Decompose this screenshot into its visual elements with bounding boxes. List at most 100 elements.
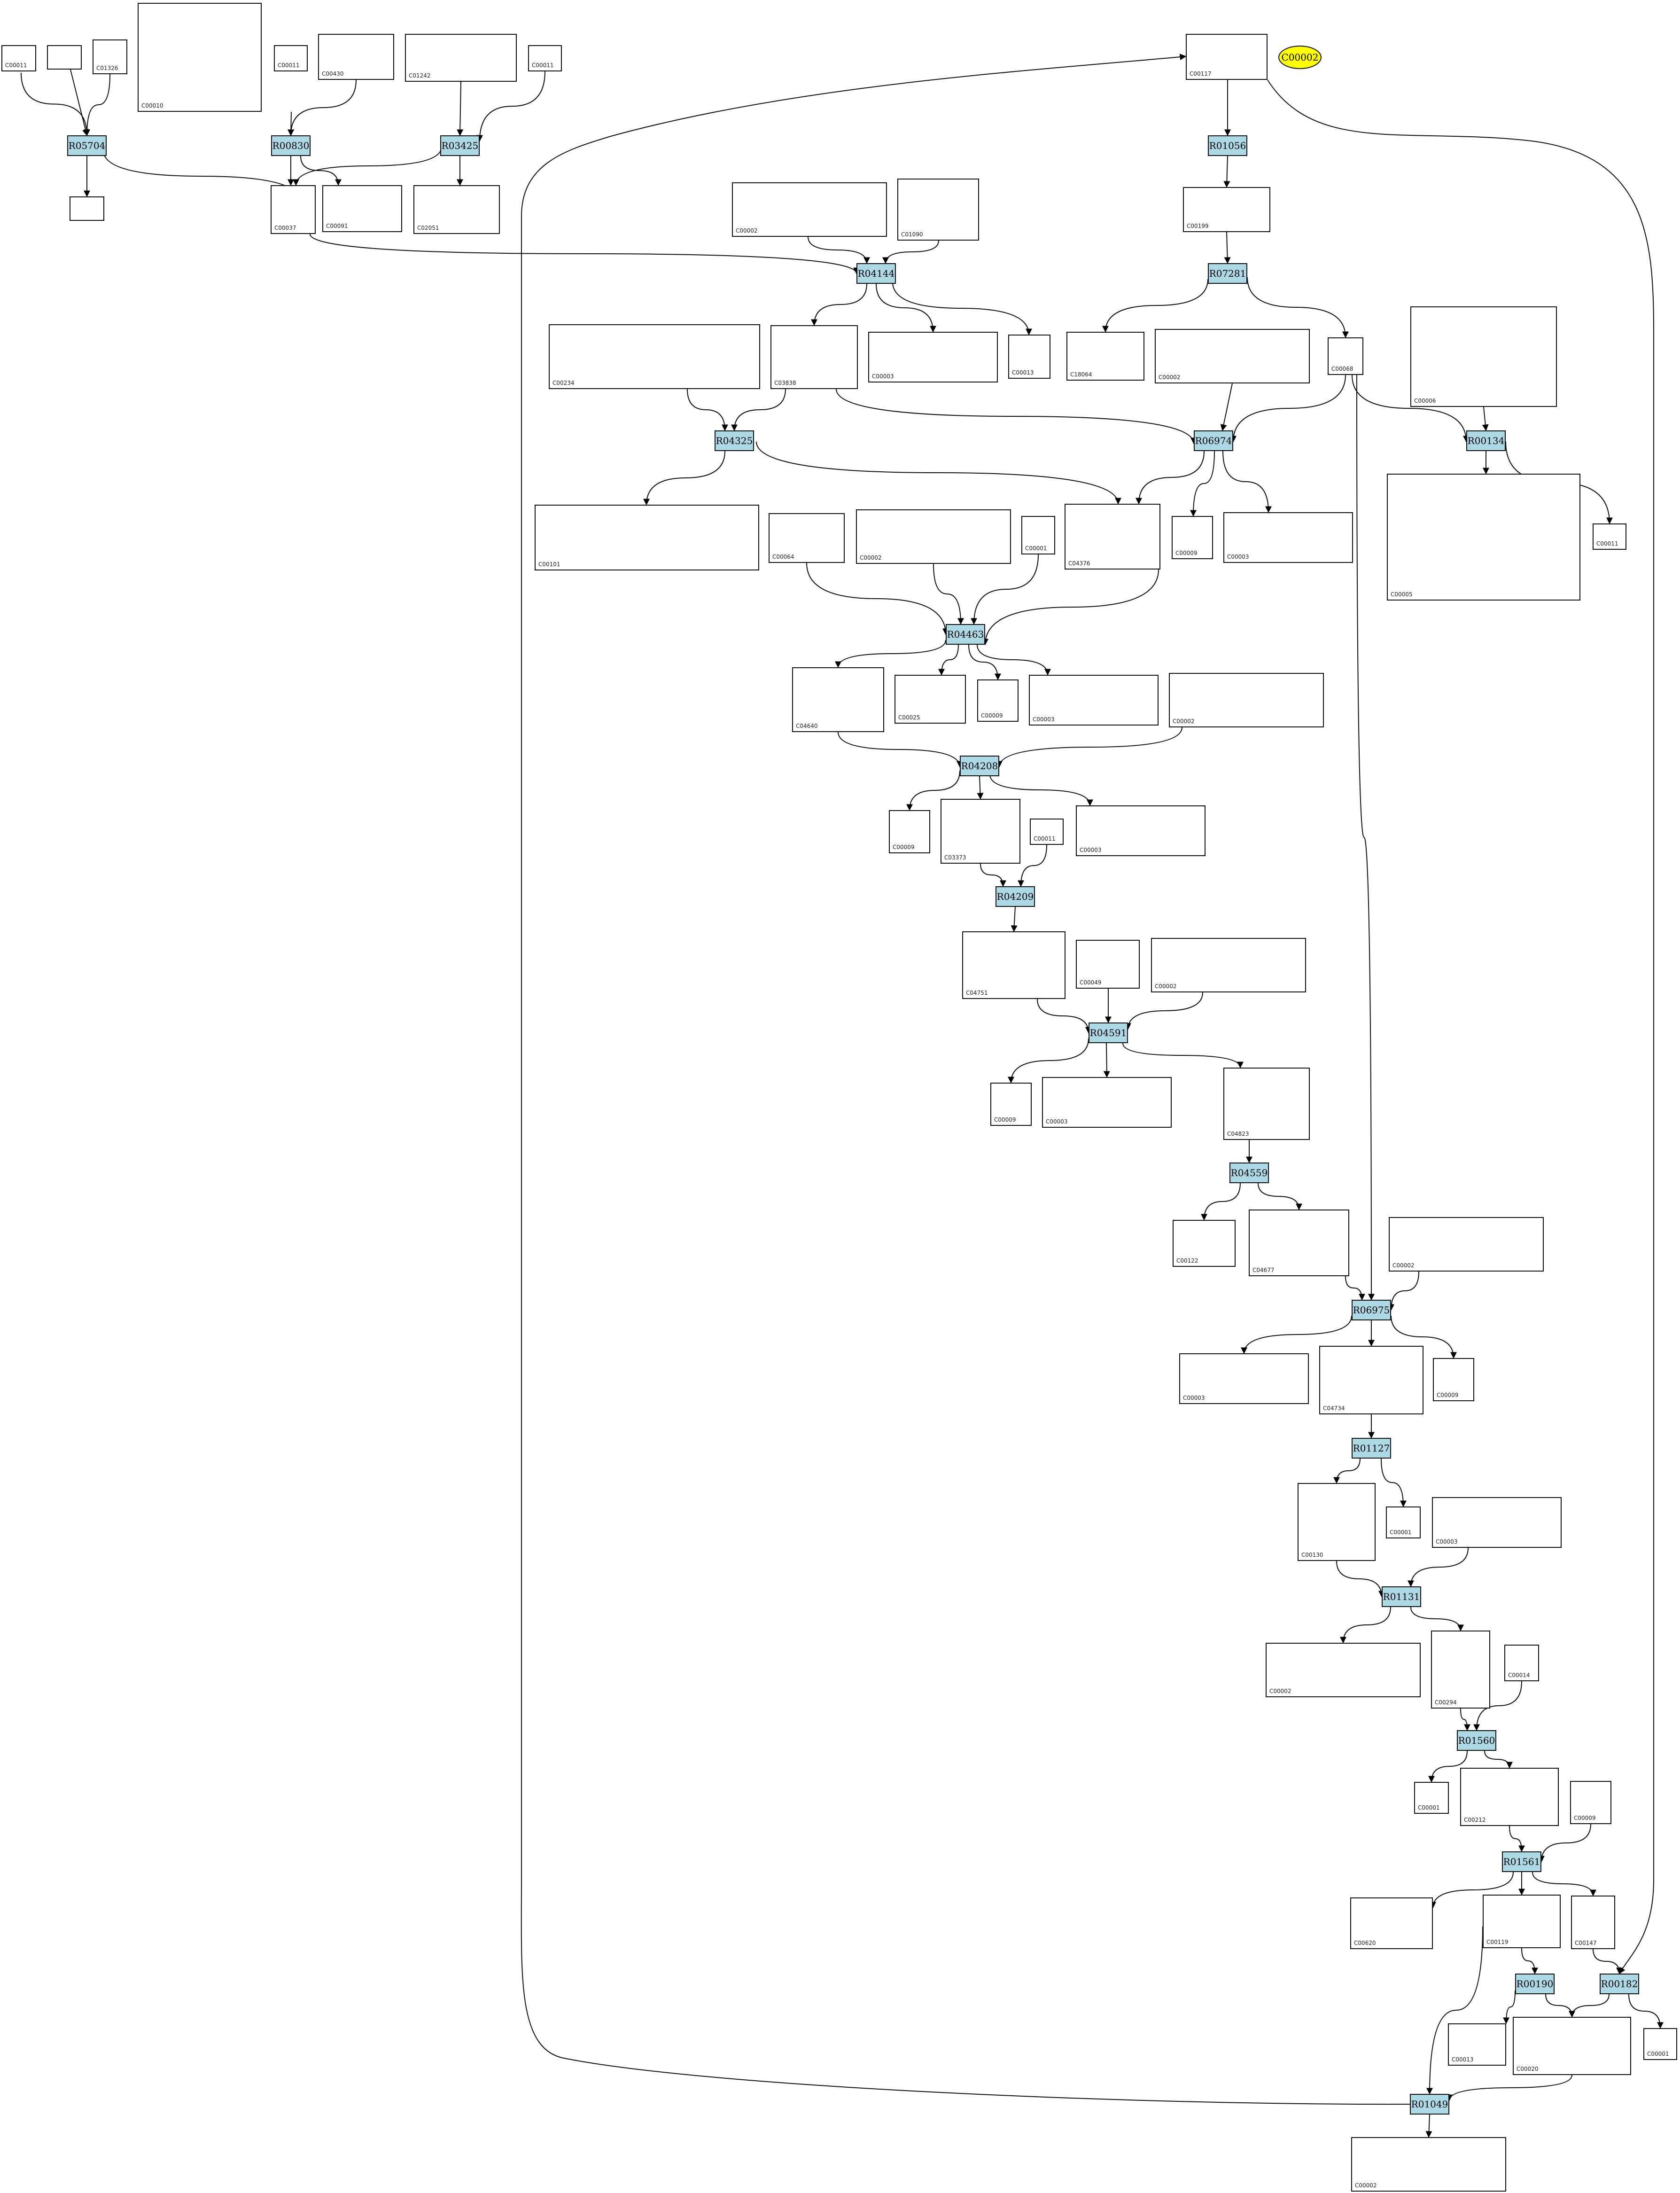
compound-box[interactable]: C01326 — [93, 39, 127, 74]
compound-box[interactable]: C00011 — [1, 45, 36, 71]
compound-box[interactable]: C00002 — [1169, 673, 1324, 727]
compound-box[interactable]: C00009 — [990, 1083, 1032, 1126]
compound-box[interactable]: C00212 — [1460, 1768, 1559, 1826]
reaction-node[interactable]: R00190 — [1515, 1974, 1555, 1994]
compound-box[interactable]: C00006 — [1410, 306, 1557, 407]
compound-box[interactable]: C00011 — [1030, 819, 1064, 845]
compound-box[interactable]: C00013 — [1448, 2023, 1506, 2066]
compound-box[interactable]: C03373 — [941, 799, 1020, 864]
compound-box[interactable]: C00037 — [271, 185, 316, 234]
compound-box[interactable]: C00003 — [868, 332, 998, 382]
compound-box[interactable]: C00009 — [1433, 1358, 1474, 1401]
compound-label: C00620 — [1354, 1940, 1376, 1946]
compound-box[interactable]: C00003 — [1179, 1353, 1309, 1404]
edge — [1410, 1607, 1464, 1631]
reaction-node[interactable]: R06975 — [1352, 1300, 1391, 1320]
reaction-node[interactable]: R06974 — [1194, 430, 1233, 451]
reaction-node[interactable]: R00134 — [1466, 430, 1506, 451]
compound-box[interactable]: C00025 — [894, 675, 966, 724]
reaction-node[interactable]: R04559 — [1229, 1163, 1269, 1183]
compound-box[interactable]: C00002 — [1351, 2137, 1506, 2192]
reaction-node[interactable]: R05704 — [67, 135, 107, 156]
compound-box[interactable]: C02051 — [413, 185, 500, 234]
compound-box[interactable]: C00064 — [769, 513, 845, 563]
compound-box[interactable]: C00130 — [1298, 1483, 1376, 1561]
compound-box[interactable] — [47, 45, 82, 70]
compound-box[interactable]: C00003 — [1042, 1077, 1172, 1128]
reaction-node[interactable]: R04463 — [946, 624, 985, 645]
compound-box[interactable]: C00009 — [977, 679, 1019, 722]
edge — [1230, 375, 1346, 443]
reaction-node[interactable]: R00830 — [271, 135, 311, 156]
compound-box[interactable]: C00199 — [1183, 187, 1270, 232]
compound-box[interactable]: C00009 — [889, 810, 930, 853]
compound-box[interactable]: C04376 — [1065, 504, 1160, 570]
compound-box[interactable]: C03838 — [770, 325, 858, 389]
compound-box[interactable]: C00020 — [1513, 2017, 1631, 2075]
reaction-node[interactable]: R01049 — [1410, 2094, 1449, 2115]
reaction-node[interactable]: R03425 — [440, 135, 480, 156]
compound-box[interactable]: C00011 — [274, 45, 308, 71]
compound-box[interactable]: C00002 — [1266, 1643, 1421, 1697]
reaction-node[interactable]: R01127 — [1352, 1438, 1391, 1459]
reaction-node[interactable]: R07281 — [1208, 263, 1247, 284]
compound-box[interactable]: C00430 — [318, 34, 394, 80]
compound-box[interactable]: C00011 — [1593, 523, 1626, 550]
compound-box[interactable]: C00049 — [1076, 940, 1140, 989]
compound-box[interactable]: C00009 — [1570, 1781, 1611, 1824]
compound-box[interactable] — [70, 196, 104, 221]
compound-box[interactable]: C04751 — [962, 931, 1066, 999]
compound-box[interactable]: C00234 — [549, 324, 760, 389]
compound-box[interactable]: C00003 — [1223, 512, 1353, 563]
compound-box[interactable]: C00014 — [1504, 1645, 1539, 1681]
compound-box[interactable]: C00068 — [1328, 337, 1363, 375]
reaction-node[interactable]: R04144 — [856, 263, 896, 284]
compound-box[interactable]: C00003 — [1076, 805, 1206, 856]
compound-box[interactable]: C00122 — [1173, 1220, 1236, 1267]
compound-box[interactable]: C04823 — [1223, 1068, 1310, 1140]
compound-box[interactable]: C00101 — [535, 505, 759, 570]
compound-box[interactable]: C00003 — [1029, 675, 1159, 726]
compound-box[interactable]: C00010 — [138, 3, 262, 112]
compound-box[interactable]: C00002 — [856, 509, 1011, 564]
compound-box[interactable]: C00002 — [1155, 329, 1310, 383]
compound-box[interactable]: C18064 — [1066, 332, 1144, 381]
reaction-node[interactable]: R01561 — [1502, 1851, 1541, 1872]
reaction-node[interactable]: R04325 — [715, 430, 754, 451]
compound-box[interactable]: C00002 — [1389, 1217, 1544, 1272]
compound-box[interactable]: C00011 — [528, 45, 562, 71]
compound-label: C00068 — [1331, 366, 1353, 372]
reaction-node[interactable]: R01056 — [1208, 135, 1247, 156]
compound-box[interactable]: C00002 — [732, 182, 887, 237]
compound-box[interactable]: C00009 — [1172, 516, 1213, 559]
compound-box[interactable]: C00001 — [1021, 516, 1055, 554]
compound-box[interactable]: C00001 — [1414, 1782, 1449, 1814]
reaction-node[interactable]: R04209 — [996, 886, 1035, 907]
compound-box[interactable]: C01090 — [897, 179, 979, 241]
compound-box[interactable]: C00119 — [1483, 1895, 1561, 1948]
compound-box[interactable]: C00005 — [1387, 474, 1580, 601]
compound-box[interactable]: C04734 — [1319, 1346, 1423, 1414]
compound-box[interactable]: C00002 — [1151, 938, 1306, 992]
compound-box[interactable]: C04677 — [1249, 1210, 1349, 1276]
compound-box[interactable]: C00147 — [1571, 1896, 1615, 1949]
compound-box[interactable]: C00001 — [1386, 1506, 1421, 1538]
compound-box[interactable]: C00294 — [1431, 1631, 1490, 1709]
compound-label: C00009 — [1574, 1815, 1596, 1821]
compound-box[interactable]: C04640 — [792, 667, 884, 732]
compound-box[interactable]: C00001 — [1643, 2028, 1677, 2060]
reaction-node[interactable]: R04591 — [1089, 1022, 1128, 1043]
compound-box[interactable]: C00003 — [1432, 1497, 1562, 1548]
compound-box[interactable]: C01242 — [405, 34, 517, 82]
reaction-node[interactable]: R00182 — [1600, 1974, 1639, 1994]
compound-box[interactable]: C00117 — [1186, 34, 1268, 80]
reaction-node[interactable]: R01560 — [1457, 1730, 1496, 1751]
compound-box[interactable]: C00013 — [1008, 335, 1050, 379]
highlighted-compound[interactable]: C00002 — [1278, 46, 1322, 69]
compound-label: C00430 — [322, 70, 344, 77]
compound-box[interactable]: C00091 — [322, 185, 402, 232]
reaction-node[interactable]: R04208 — [960, 756, 999, 776]
compound-label: C00009 — [994, 1116, 1016, 1123]
reaction-node[interactable]: R01131 — [1382, 1586, 1421, 1607]
compound-box[interactable]: C00620 — [1350, 1897, 1433, 1949]
